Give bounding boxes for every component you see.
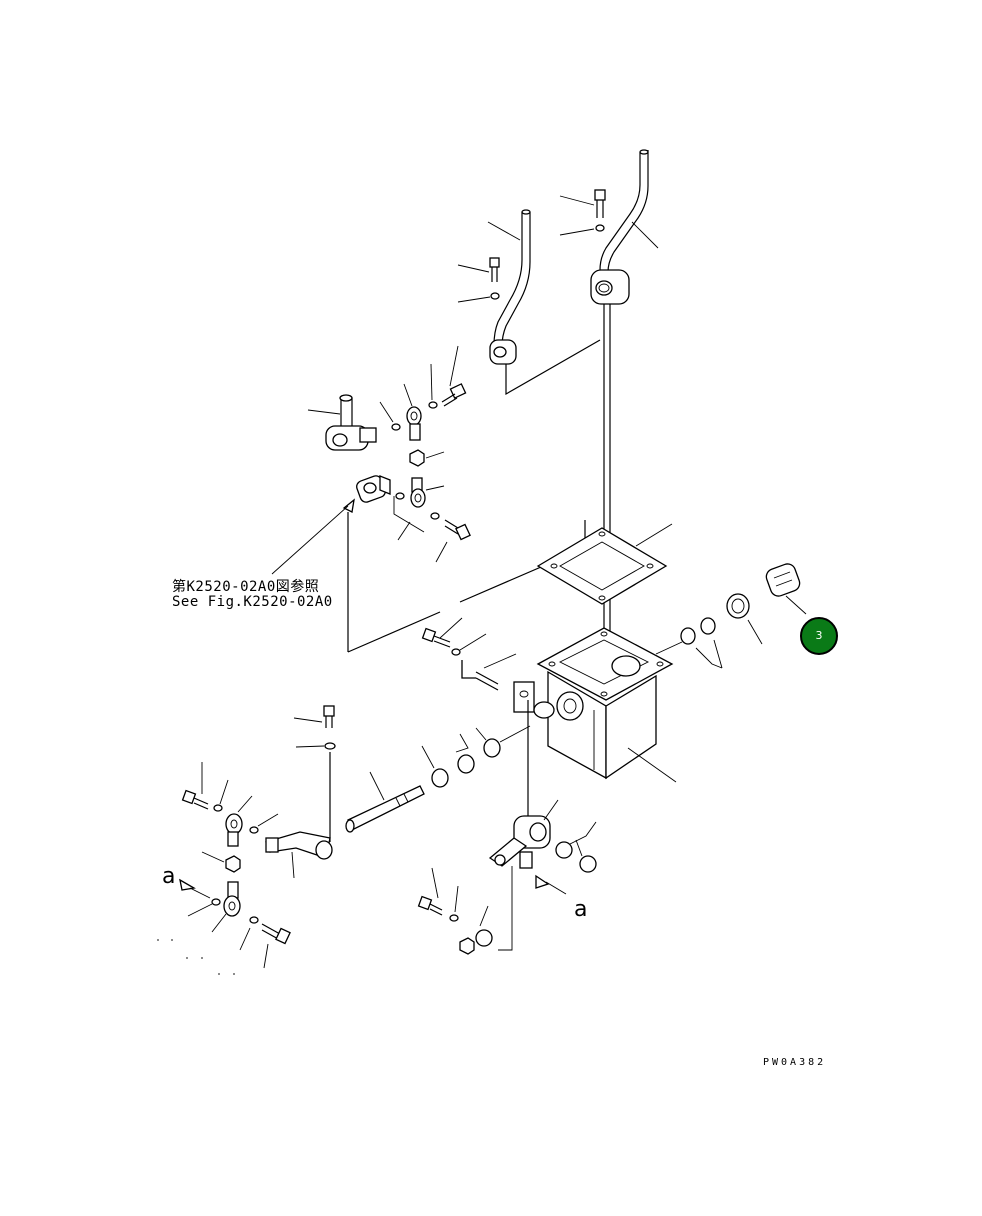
rod-end-lower-middle [459,929,493,955]
reference-note-en: See Fig.K2520-02A0 [172,594,333,610]
gasket-plate [536,527,668,605]
view-label-a-right: a [574,897,588,922]
bolt-top-right [594,189,606,232]
bolt-box-top [421,627,451,648]
bushing-g [579,855,597,873]
clamp-block [356,475,391,503]
reference-note-jp: 第K2520-02A0図参照 [172,579,320,595]
washer-lower-left-a [213,804,223,812]
washer-lower-left-b [249,826,259,834]
lever-arm-lower-left [265,831,333,860]
callout-badge-3[interactable]: 3 [800,617,838,655]
bolt-upper [441,383,467,407]
callout-badge-number: 3 [815,629,823,642]
washer-lower-left-c [211,898,221,906]
shaft-seal [533,691,584,721]
bracket-plate [461,660,499,691]
rod-end-bottom-left [223,881,241,917]
arrow-ref-upper [342,498,355,513]
bracket-side [513,681,535,713]
cross-shaft [345,785,425,833]
view-label-a-left: a [162,864,176,889]
bushing-b [700,617,716,635]
lever-bracket-upper-left [325,394,377,451]
bushing-a [680,627,696,645]
rod-end-lower-left [225,813,243,847]
control-lever-middle [489,209,531,365]
bushing-e [431,768,449,788]
bushing-d [483,738,501,758]
bolt-lower-left [181,789,209,810]
washer-lower-left-d [249,916,259,924]
arrow-a-left [179,878,196,891]
bearing-right [726,593,750,619]
washer-box-top [451,648,461,656]
washer-upper-left [391,423,401,431]
bolt-lower-middle [417,895,443,916]
washer-upper [428,401,438,409]
bolt-mid [444,519,471,541]
bushing-f [555,841,573,859]
drawing-code: PW0A382 [763,1057,827,1068]
washer-mid [430,512,440,520]
arrow-a-right [535,874,550,889]
lever-lower-middle [488,815,551,869]
washer-mid-left [395,492,405,500]
bolt-lower-left-top [323,705,336,750]
rod-end-lower [410,477,426,508]
rod-end-upper [406,406,422,441]
lever-knob-cover [765,563,801,597]
nut-lower-left [225,855,241,873]
nut-upper [409,449,425,467]
bushing-c [457,754,475,774]
bolt-middle-lever [489,257,500,300]
washer-lower-middle [449,914,459,922]
bolt-bottom-left [261,923,291,945]
